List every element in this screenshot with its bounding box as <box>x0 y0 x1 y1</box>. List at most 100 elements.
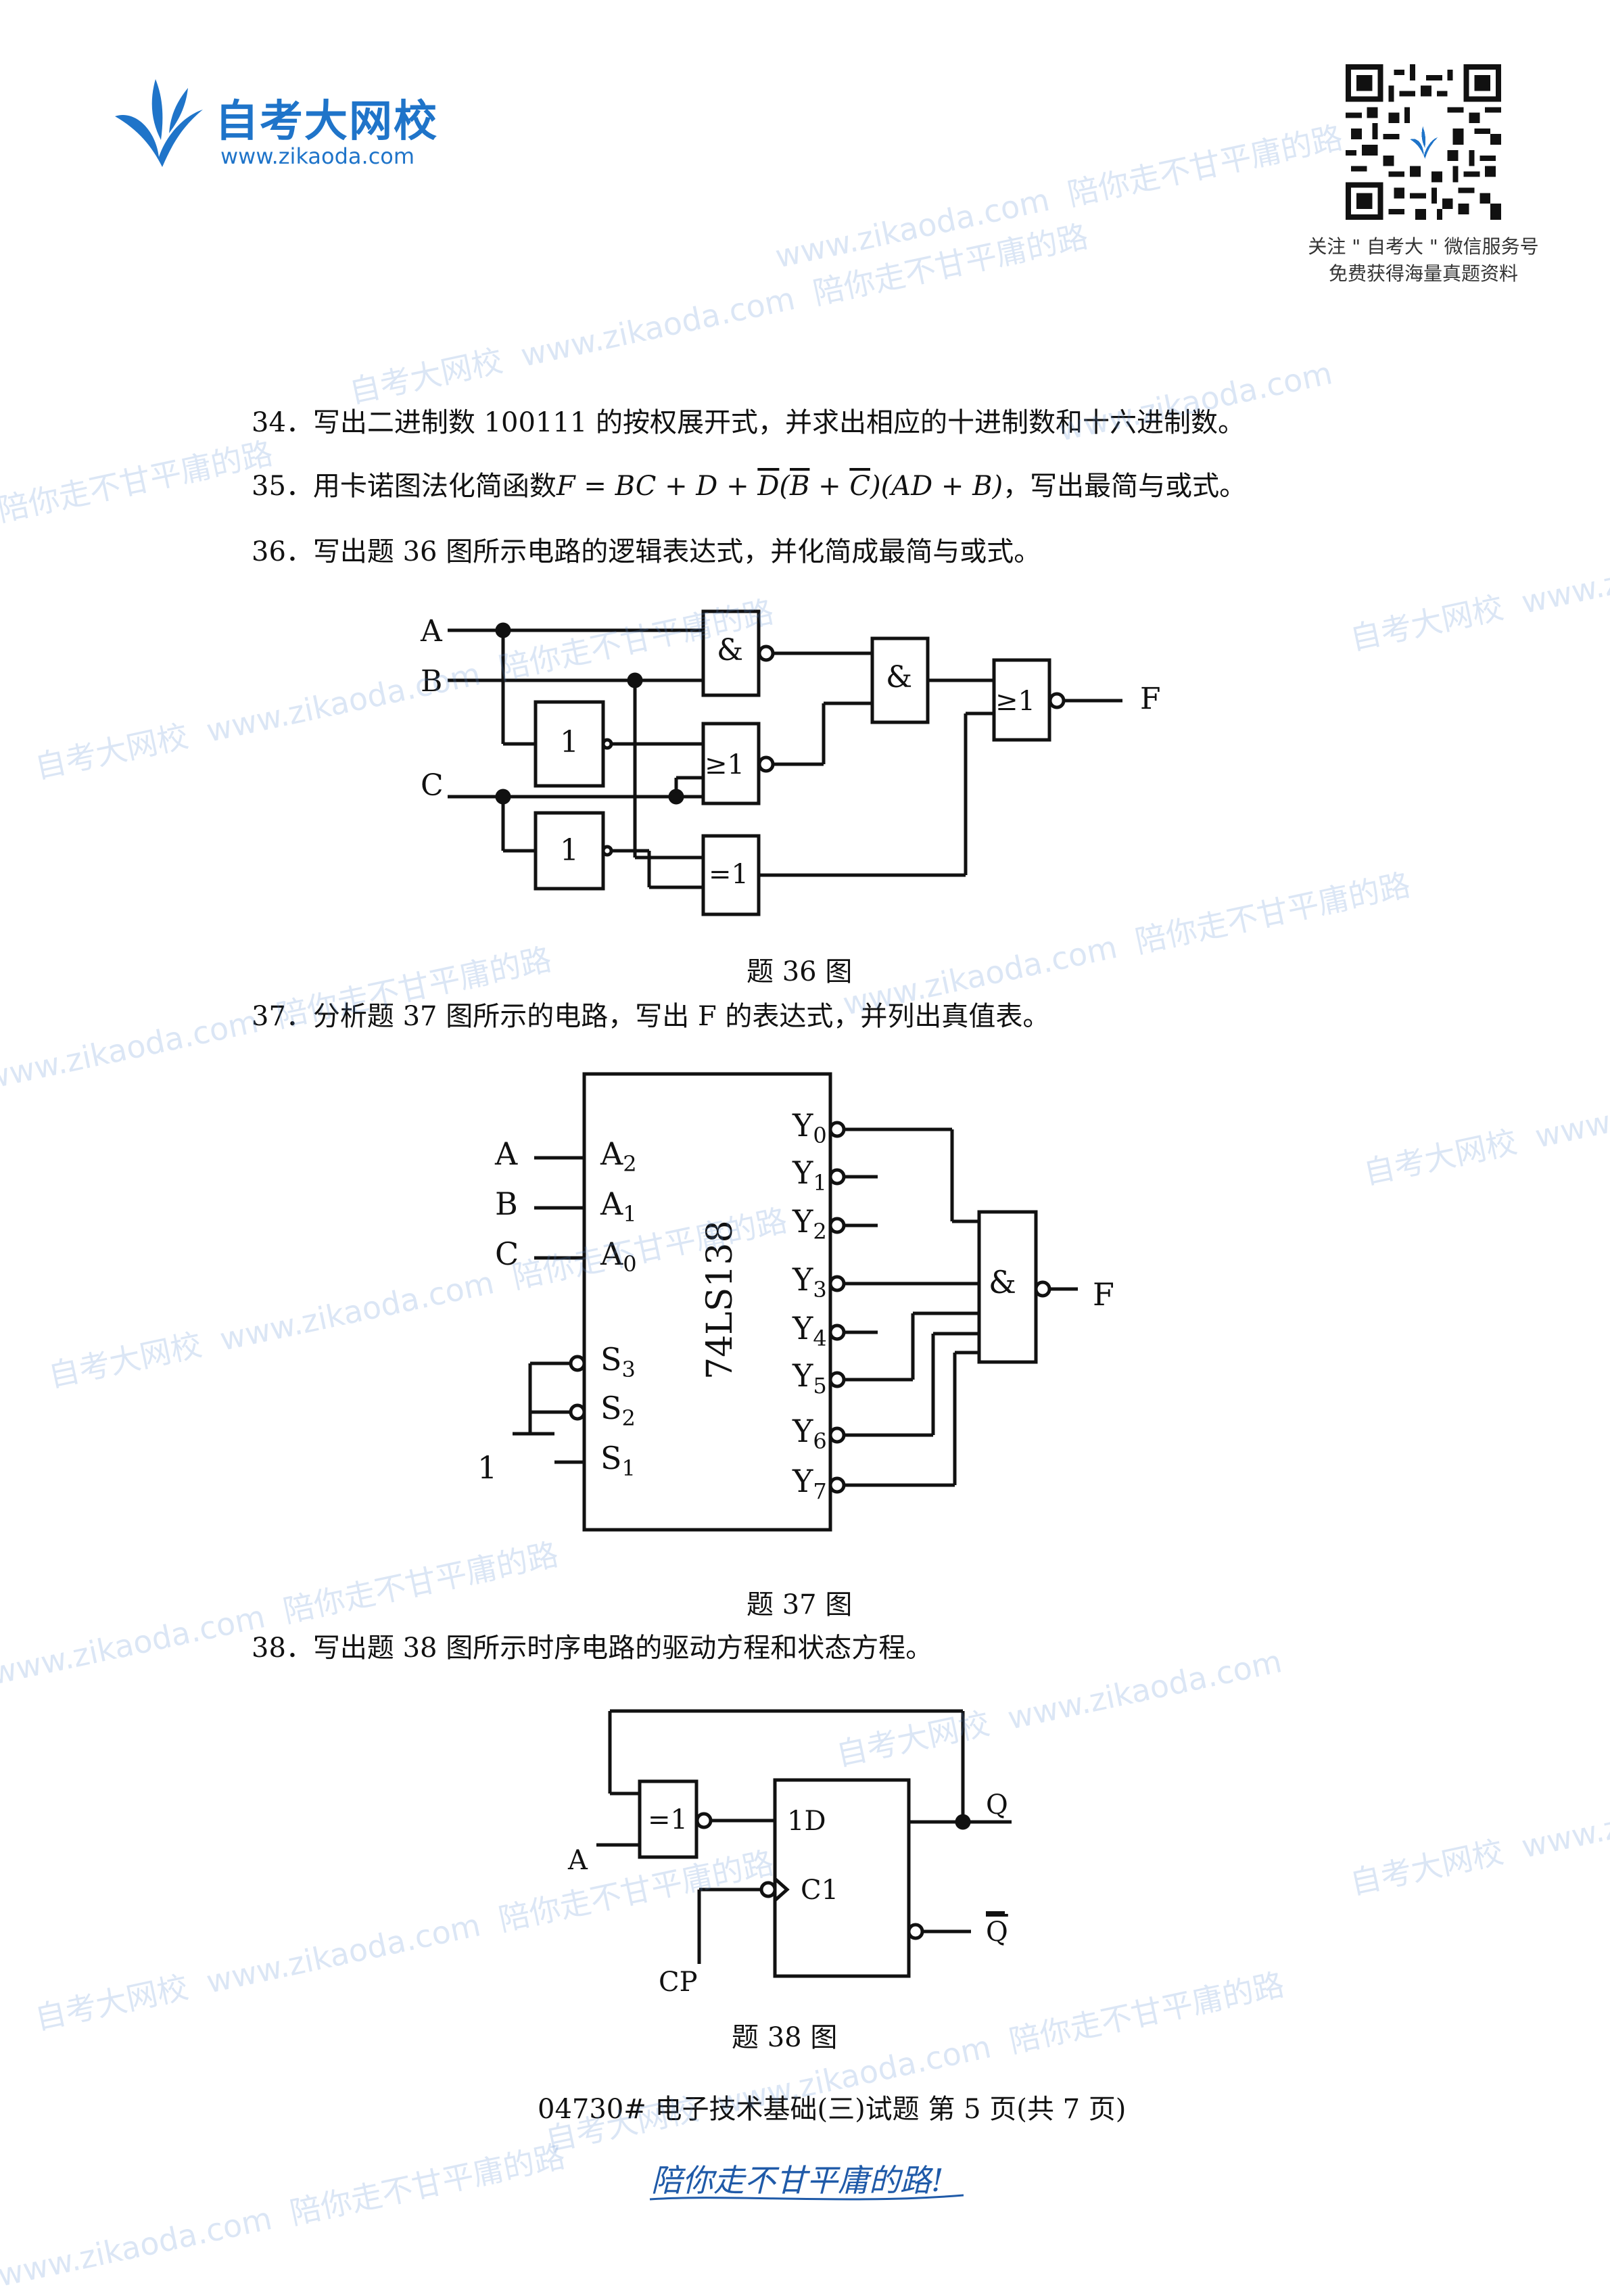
qr-caption-line1: 关注 " 自考大 " 微信服务号 <box>1308 235 1539 258</box>
watermark-site: www.zikaoda.com <box>1518 527 1610 621</box>
fig36-nand-label: & <box>717 633 743 667</box>
watermark-site: www.zikaoda.com <box>772 181 1053 275</box>
pin-sub: 4 <box>813 1326 826 1351</box>
pin-y5: Y5 <box>792 1357 827 1399</box>
q35-suffix: ，写出最简与或式。 <box>1003 471 1247 502</box>
fig37-input-a: A <box>494 1135 518 1172</box>
fig37-input-b: B <box>495 1186 518 1222</box>
fig38-pin-c: C1 <box>801 1875 838 1906</box>
watermark: www.zikaoda.com 陪你走不甘平庸的路 <box>771 113 1346 277</box>
pin-a0: A0 <box>600 1236 637 1277</box>
figure-36-caption: 题 36 图 <box>747 956 853 987</box>
fig36-not1-label: 1 <box>560 725 579 759</box>
formula-b-bar: B <box>790 471 810 502</box>
q35-formula: F = BC + D + D(B + C)(AD + B) <box>557 471 1003 502</box>
pin-letter: A <box>600 1186 623 1222</box>
pin-sub: 3 <box>622 1357 636 1382</box>
fig36-output-f: F <box>1140 682 1161 716</box>
figure-37: A B C 1 F & A2 A1 A0 S3 S2 S1 Y0 Y1 Y2 Y… <box>477 1072 1114 1532</box>
fig38-output-qn: Q <box>986 1917 1008 1948</box>
pin-y1: Y1 <box>792 1154 827 1196</box>
pin-sub: 6 <box>813 1428 826 1454</box>
watermark-brand: 自考大网校 <box>1360 1123 1521 1192</box>
pin-a2: A2 <box>600 1135 637 1177</box>
fig38-input-cp: CP <box>659 1967 698 1998</box>
pin-sub: 7 <box>813 1478 826 1504</box>
qr-code-icon <box>1346 64 1501 220</box>
pin-sub: 2 <box>623 1151 636 1177</box>
pin-sub: 1 <box>623 1201 636 1227</box>
pin-s3: S3 <box>600 1341 636 1382</box>
fig36-and-label: & <box>886 660 912 695</box>
watermark-site: www.zikaoda.com <box>1532 1061 1610 1155</box>
figure-38-caption: 题 38 图 <box>732 2022 838 2053</box>
pin-letter: Y <box>792 1310 813 1346</box>
watermark: 自考大网校 www.zikaoda.com <box>1346 521 1610 659</box>
watermark: www.zikaoda.com 陪你走不甘平庸的路 <box>0 2132 569 2296</box>
watermark-site: www.zikaoda.com <box>1004 1643 1285 1737</box>
watermark-slogan: 陪你走不甘平庸的路 <box>1132 866 1414 960</box>
watermark-site: www.zikaoda.com <box>1518 1771 1610 1865</box>
pin-sub: 5 <box>813 1373 826 1399</box>
fig36-xor-label: =1 <box>709 859 749 890</box>
pin-y4: Y4 <box>792 1310 827 1351</box>
pin-sub: 1 <box>622 1455 636 1481</box>
fig38-pin-d: 1D <box>787 1806 826 1837</box>
pin-sub: 2 <box>813 1219 826 1244</box>
pin-y7: Y7 <box>792 1463 827 1504</box>
pin-letter: S <box>600 1390 622 1426</box>
pin-sub: 1 <box>813 1170 826 1196</box>
fig36-input-c: C <box>421 768 444 803</box>
pin-y6: Y6 <box>792 1413 827 1454</box>
watermark-slogan: 陪你走不甘平庸的路 <box>1064 118 1346 213</box>
pin-letter: S <box>600 1341 622 1378</box>
watermark-site: www.zikaoda.com <box>0 2200 275 2294</box>
watermark: 自考大网校 www.zikaoda.com <box>1346 1765 1610 1903</box>
fig36-not2-label: 1 <box>560 833 579 868</box>
fig36-nor-label: ≥1 <box>705 749 744 780</box>
question-36: 36．写出题 36 图所示电路的逻辑表达式，并化简成最简与或式。 <box>252 536 1041 567</box>
watermark-site: www.zikaoda.com <box>517 280 799 374</box>
watermark-slogan: 陪你走不甘平庸的路 <box>1005 1965 1287 2060</box>
formula-c-bar: C <box>849 471 870 502</box>
fig38-xor-label: =1 <box>648 1804 688 1835</box>
pin-s2: S2 <box>600 1390 636 1431</box>
fig38-input-a: A <box>567 1845 588 1876</box>
watermark-slogan: 陪你走不甘平庸的路 <box>280 1535 562 1630</box>
fig36-input-b: B <box>421 664 442 699</box>
logo-icon <box>115 79 203 167</box>
fig36-nor2-label: ≥1 <box>995 686 1035 717</box>
fig36-input-a: A <box>420 614 443 649</box>
handwritten-slogan: 陪你走不甘平庸的路! <box>649 2162 964 2201</box>
pin-letter: Y <box>792 1261 813 1298</box>
watermark-site: www.zikaoda.com <box>203 1906 484 2000</box>
figure-38: =1 1D C1 A CP Q Q <box>567 1709 1012 1998</box>
watermark-slogan: 陪你走不甘平庸的路 <box>809 217 1091 312</box>
watermark-brand: 自考大网校 <box>1346 1833 1507 1902</box>
question-34: 34．写出二进制数 100111 的按权展开式，并求出相应的十进制数和十六进制数… <box>252 407 1246 438</box>
pin-a1: A1 <box>600 1186 637 1227</box>
fig37-and-label: & <box>989 1264 1016 1301</box>
slogan-text: 陪你走不甘平庸的路! <box>651 2162 944 2199</box>
q35-prefix: 35．用卡诺图法化简函数 <box>252 471 557 502</box>
pin-letter: A <box>600 1236 623 1272</box>
formula-part: F = BC + D + <box>556 471 758 502</box>
pin-sub: 2 <box>622 1405 636 1431</box>
question-35: 35．用卡诺图法化简函数F = BC + D + D(B + C)(AD + B… <box>252 464 1246 503</box>
fig38-output-q: Q <box>986 1789 1008 1821</box>
pin-letter: S <box>600 1440 622 1476</box>
question-38: 38．写出题 38 图所示时序电路的驱动方程和状态方程。 <box>252 1633 933 1664</box>
formula-part: )(AD + B) <box>870 471 1003 502</box>
pin-sub: 0 <box>623 1251 636 1277</box>
fig37-output-f: F <box>1093 1276 1114 1313</box>
pin-letter: Y <box>792 1154 813 1191</box>
pin-letter: Y <box>792 1203 813 1240</box>
watermark-site: www.zikaoda.com <box>216 1264 498 1358</box>
chip-label: 74LS138 <box>700 1220 740 1380</box>
pin-s1: S1 <box>600 1440 636 1481</box>
formula-part: ( <box>779 471 790 502</box>
fig37-input-one: 1 <box>477 1449 497 1486</box>
watermark-slogan: 陪你走不甘平庸的路 <box>287 2137 569 2232</box>
formula-d-bar: D <box>757 471 780 502</box>
pin-y0: Y0 <box>792 1107 827 1148</box>
